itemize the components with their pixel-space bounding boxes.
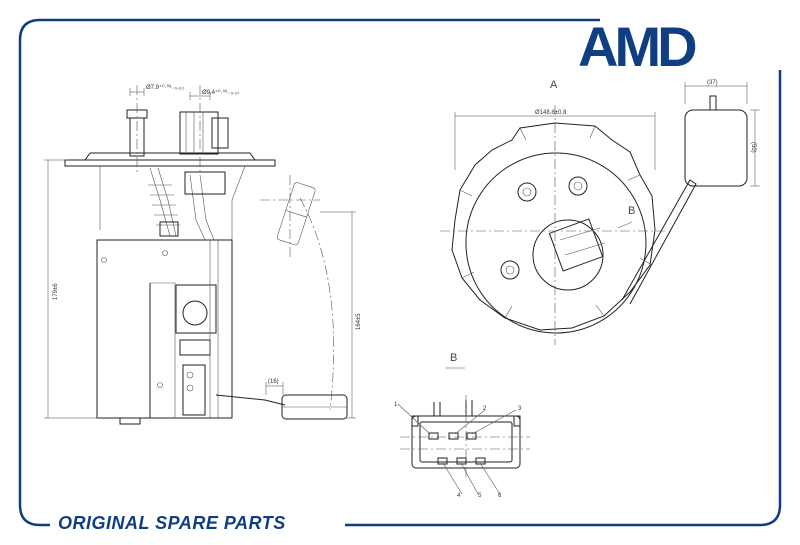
dim-height: 179±6 [53, 283, 59, 300]
dim-top-left: Ø7.9⁺⁰·⁰⁸₋₀.₀₃ [146, 84, 184, 91]
connector-detail: B 1 2 3 4 5 6 [394, 352, 530, 499]
pin-label-1: 1 [394, 402, 398, 408]
dim-float-height: 164±5 [356, 313, 362, 330]
dim-top-right: Ø9.4⁺⁰·⁰⁸₋₀.₀₇ [202, 89, 239, 96]
dim-sensor-height: (50) [750, 142, 756, 153]
pin-label-4: 4 [457, 493, 461, 499]
dim-flange-diameter: Ø148.8±0.8 [535, 110, 567, 116]
brand-tagline: ORIGINAL SPARE PARTS [58, 513, 286, 533]
view-label-b: B [628, 205, 635, 217]
view-label-b-section: B [450, 352, 457, 364]
pump-top-view: A Ø148.8±0.8 B (37) (50) [440, 79, 760, 345]
drawing-frame [18, 18, 782, 527]
dim-float-offset: (16) [268, 379, 279, 385]
pin-label-2: 2 [483, 406, 487, 412]
pump-side-view: Ø7.9⁺⁰·⁰⁸₋₀.₀₃ Ø9.4⁺⁰·⁰⁸₋₀.₀₇ [44, 84, 362, 425]
pin-label-6: 6 [498, 493, 502, 499]
pin-label-3: 3 [518, 406, 522, 412]
view-label-a: A [550, 79, 558, 91]
brand-logo: AMD [578, 15, 696, 78]
dim-sensor-width: (37) [707, 80, 718, 86]
pin-label-5: 5 [478, 493, 482, 499]
